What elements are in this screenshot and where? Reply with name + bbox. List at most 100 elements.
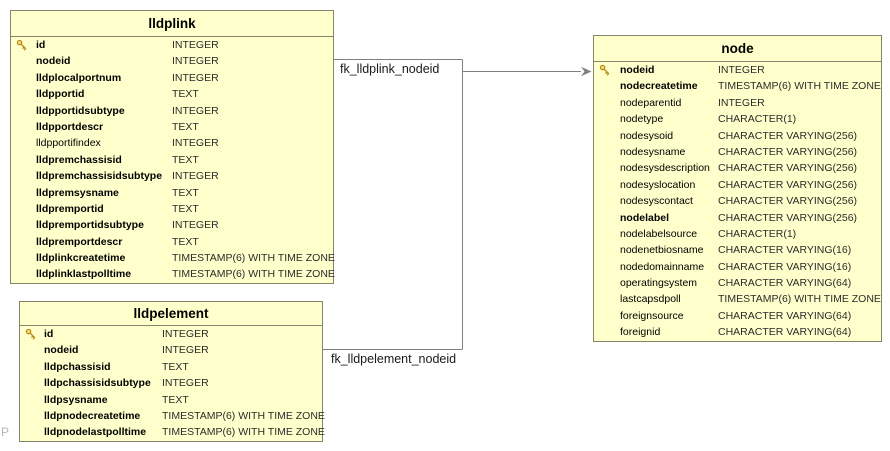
column-row-lldpportid: lldpportid TEXT: [11, 86, 333, 102]
column-name: nodedomainname: [620, 260, 705, 273]
column-name: nodesyslocation: [620, 178, 696, 191]
column-name: lldpportid: [36, 88, 85, 101]
column-name: lldpremportid: [36, 202, 104, 215]
column-type: INTEGER: [172, 137, 219, 150]
column-name: operatingsystem: [620, 277, 698, 290]
column-name: nodelabel: [620, 211, 670, 224]
column-row-lldpportidsubtype: lldpportidsubtype INTEGER: [11, 103, 333, 119]
column-name: lldpportifindex: [36, 137, 101, 150]
relation-label-fk-lldpelement-nodeid: fk_lldpelement_nodeid: [331, 352, 457, 366]
table-title-node: node: [594, 36, 881, 62]
column-type: TIMESTAMP(6) WITH TIME ZONE: [162, 426, 325, 439]
column-name: lldpremchassisid: [36, 153, 122, 166]
column-row-nodesysoid: nodesysoid CHARACTER VARYING(256): [594, 128, 881, 144]
column-name: lldplinkcreatetime: [36, 252, 126, 265]
column-name: lldpremportdescr: [36, 235, 123, 248]
column-row-lldpremportdescr: lldpremportdescr TEXT: [11, 234, 333, 250]
column-row-nodeparentid: nodeparentid INTEGER: [594, 95, 881, 111]
column-name: nodesyscontact: [620, 195, 693, 208]
column-type: INTEGER: [718, 96, 765, 109]
column-type: CHARACTER VARYING(256): [718, 178, 858, 191]
column-type: CHARACTER VARYING(64): [718, 277, 852, 290]
arrowhead-icon: [581, 66, 592, 77]
column-type: TIMESTAMP(6) WITH TIME ZONE: [718, 293, 881, 306]
column-row-operatingsystem: operatingsystem CHARACTER VARYING(64): [594, 275, 881, 291]
column-name: nodesysdescription: [620, 162, 710, 175]
column-type: CHARACTER(1): [718, 113, 797, 126]
column-type: TEXT: [172, 202, 199, 215]
column-name: lldplinklastpolltime: [36, 268, 132, 281]
column-name: lldpremchassisidsubtype: [36, 170, 163, 183]
column-type: TIMESTAMP(6) WITH TIME ZONE: [172, 268, 335, 281]
column-type: INTEGER: [172, 170, 219, 183]
column-type: INTEGER: [172, 55, 219, 68]
column-row-nodetype: nodetype CHARACTER(1): [594, 111, 881, 127]
watermark-text: P: [1, 425, 10, 439]
column-type: CHARACTER VARYING(64): [718, 309, 852, 322]
column-name: nodesysname: [620, 145, 686, 158]
column-name: lldpsysname: [44, 393, 108, 406]
column-type: INTEGER: [172, 219, 219, 232]
column-name: nodesysoid: [620, 129, 674, 142]
column-row-lldpremchassisid: lldpremchassisid TEXT: [11, 152, 333, 168]
column-name: lldpremportidsubtype: [36, 219, 144, 232]
column-type: CHARACTER VARYING(256): [718, 145, 858, 158]
column-row-lldpportifindex: lldpportifindex INTEGER: [11, 135, 333, 151]
column-row-foreignsource: foreignsource CHARACTER VARYING(64): [594, 308, 881, 324]
column-type: INTEGER: [162, 328, 209, 340]
column-row-lastcapsdpoll: lastcapsdpoll TIMESTAMP(6) WITH TIME ZONE: [594, 291, 881, 307]
column-type: INTEGER: [718, 64, 765, 76]
column-row-nodedomainname: nodedomainname CHARACTER VARYING(16): [594, 259, 881, 275]
column-type: INTEGER: [172, 104, 219, 117]
column-name: lastcapsdpoll: [620, 293, 681, 306]
column-name: nodenetbiosname: [620, 244, 704, 257]
column-name: lldpportidsubtype: [36, 104, 125, 117]
column-type: CHARACTER VARYING(64): [718, 326, 852, 339]
column-type: INTEGER: [172, 71, 219, 84]
column-type: TEXT: [172, 120, 199, 133]
column-type: CHARACTER VARYING(16): [718, 244, 852, 257]
fk-lldplink-nodeid-line: [323, 59, 581, 350]
column-name: foreignsource: [620, 309, 684, 322]
column-row-lldpremportid: lldpremportid TEXT: [11, 201, 333, 217]
column-type: TIMESTAMP(6) WITH TIME ZONE: [172, 252, 335, 265]
column-name: id: [44, 328, 54, 340]
column-type: TEXT: [172, 235, 199, 248]
column-name: nodecreatetime: [620, 80, 698, 93]
column-name: nodeid: [44, 344, 79, 357]
column-type: CHARACTER VARYING(16): [718, 260, 852, 273]
table-title-lldpelement: lldpelement: [20, 302, 322, 326]
column-name: lldpportdescr: [36, 120, 104, 133]
column-name: foreignid: [620, 326, 661, 339]
column-type: TEXT: [172, 88, 199, 101]
primary-key-icon: [25, 328, 37, 340]
column-row-lldplinklastpolltime: lldplinklastpolltime TIMESTAMP(6) WITH TI…: [11, 266, 335, 282]
column-type: TIMESTAMP(6) WITH TIME ZONE: [718, 80, 881, 93]
column-type: TEXT: [172, 153, 199, 166]
column-row-nodenetbiosname: nodenetbiosname CHARACTER VARYING(16): [594, 242, 881, 258]
column-type: CHARACTER VARYING(256): [718, 129, 858, 142]
column-row-lldpremchassisidsubtype: lldpremchassisidsubtype INTEGER: [11, 168, 333, 184]
column-name: nodetype: [620, 113, 664, 126]
column-type: TIMESTAMP(6) WITH TIME ZONE: [162, 409, 325, 422]
column-type: CHARACTER VARYING(256): [718, 162, 858, 175]
table-title-lldplink: lldplink: [11, 11, 333, 37]
column-type: INTEGER: [162, 377, 209, 390]
column-name: nodeparentid: [620, 96, 682, 109]
primary-key-icon: [599, 64, 611, 76]
column-type: TEXT: [172, 186, 199, 199]
column-name: lldpchassisid: [44, 360, 111, 373]
